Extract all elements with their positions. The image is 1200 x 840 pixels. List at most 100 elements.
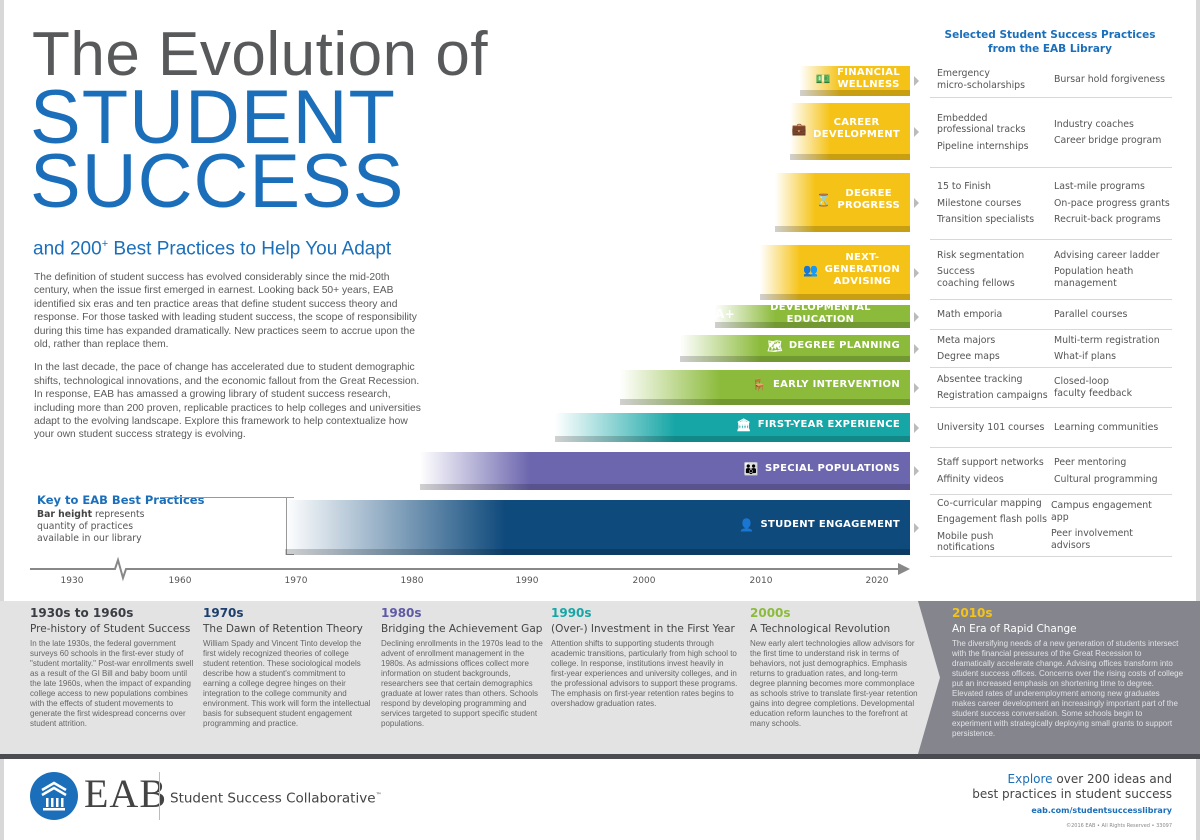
intro-paragraph-2: In the last decade, the pace of change h…	[34, 362, 421, 441]
library-url-link[interactable]: eab.com/studentsuccesslibrary	[1031, 806, 1172, 815]
key-description: Bar height represents quantity of practi…	[37, 509, 157, 545]
practice-area-bar[interactable]: 💼CAREER DEVELOPMENT	[790, 103, 919, 160]
practice-item[interactable]: Closed-loop faculty feedback	[1054, 376, 1133, 399]
practice-area-bar[interactable]: A+DEVELOPMENTAL EDUCATION	[715, 302, 919, 328]
pointer-arrow-icon	[914, 422, 919, 433]
practice-item[interactable]: Peer involvement advisors	[1051, 528, 1133, 551]
practice-item[interactable]: Engagement flash polls	[937, 514, 1048, 525]
practice-item[interactable]: Peer mentoring	[1054, 457, 1127, 468]
copyright: ©2016 EAB • All Rights Reserved • 33097	[1066, 823, 1172, 829]
current-era-panel	[918, 601, 1200, 754]
timeline-arrowhead	[898, 563, 910, 575]
practice-area-bar[interactable]: 💵FINANCIAL WELLNESS	[800, 66, 919, 96]
intro: The definition of student success has ev…	[34, 271, 424, 452]
timeline-tick-label: 1980	[400, 576, 424, 586]
practice-item[interactable]: Registration campaigns	[937, 390, 1048, 401]
practice-item[interactable]: Career bridge program	[1054, 135, 1162, 146]
practice-area-bar[interactable]: 👥NEXT- GENERATION ADVISING	[760, 245, 919, 300]
practice-item[interactable]: Risk segmentation	[937, 249, 1025, 261]
practice-item[interactable]: Affinity videos	[937, 473, 1004, 485]
key-title: Key to EAB Best Practices	[37, 493, 205, 507]
practice-area-bar[interactable]: 🗺DEGREE PLANNING	[680, 335, 919, 362]
bar-label: 🗺DEGREE PLANNING	[767, 335, 900, 357]
era-description: Declining enrollments in the 1970s lead …	[381, 639, 543, 728]
practice-item[interactable]: Industry coaches	[1054, 118, 1134, 130]
explore-link[interactable]: Explore	[1007, 772, 1053, 786]
practice-item[interactable]: Math emporia	[937, 308, 1003, 320]
bar-label: 💵FINANCIAL WELLNESS	[816, 66, 900, 91]
practice-item[interactable]: Mobile push notifications	[937, 530, 995, 554]
group-icon: 👪	[743, 461, 760, 476]
practice-item[interactable]: Parallel courses	[1054, 308, 1128, 320]
bar-shadow	[800, 90, 910, 96]
timeline-tick-label: 2000	[632, 576, 656, 586]
practice-item[interactable]: Emergency micro-scholarships	[937, 68, 1026, 91]
practice-area-bar[interactable]: ⌛DEGREE PROGRESS	[775, 173, 919, 232]
practice-item[interactable]: University 101 courses	[937, 421, 1045, 433]
practice-item[interactable]: Last-mile programs	[1054, 181, 1145, 193]
pointer-arrow-icon	[914, 267, 919, 278]
bar-label-text: STUDENT ENGAGEMENT	[760, 519, 900, 530]
practice-item[interactable]: Multi-term registration	[1054, 334, 1160, 346]
practice-item[interactable]: Cultural programming	[1054, 473, 1158, 485]
practice-item[interactable]: Co-curricular mapping	[937, 497, 1042, 509]
bar-label: 💼CAREER DEVELOPMENT	[792, 103, 900, 155]
practice-item[interactable]: Recruit-back programs	[1054, 214, 1161, 226]
subtitle-post: Best Practices to Help You Adapt	[108, 238, 392, 260]
practice-item[interactable]: What-if plans	[1054, 351, 1117, 362]
era-decade: 1970s	[203, 606, 244, 620]
practice-item[interactable]: Staff support networks	[937, 457, 1044, 468]
practice-area-bar[interactable]: 👤 STUDENT ENGAGEMENT	[285, 500, 919, 555]
practice-area-bar[interactable]: 🏛FIRST-YEAR EXPERIENCE	[555, 413, 919, 442]
era-decade: 2000s	[750, 606, 791, 620]
practice-area-bar[interactable]: 👪SPECIAL POPULATIONS	[420, 452, 919, 490]
explore-text-1: over 200 ideas and	[1052, 772, 1172, 786]
bar-shadow	[775, 226, 910, 232]
bar-label: A+DEVELOPMENTAL EDUCATION	[715, 302, 900, 325]
subtitle-sup: +	[101, 238, 109, 250]
axis-break-icon	[108, 556, 134, 582]
title-line-3: SUCCESS	[30, 139, 405, 224]
bar-shadow	[715, 322, 910, 328]
practice-item[interactable]: Meta majors	[937, 334, 996, 346]
practice-item[interactable]: Milestone courses	[937, 197, 1022, 209]
pointer-arrow-icon	[914, 382, 919, 393]
practice-item[interactable]: Bursar hold forgiveness	[1054, 73, 1165, 85]
practice-item[interactable]: Learning communities	[1054, 421, 1159, 433]
practice-item[interactable]: Success coaching fellows	[937, 266, 1015, 289]
practice-group: Math emporia Parallel courses	[930, 300, 1172, 330]
bar-shadow	[420, 484, 910, 490]
practice-item[interactable]: Transition specialists	[937, 214, 1035, 226]
bar-label-text: DEVELOPMENTAL EDUCATION	[770, 302, 871, 325]
bar-label: 🪑EARLY INTERVENTION	[752, 370, 900, 400]
practice-area-bar[interactable]: 🪑EARLY INTERVENTION	[620, 370, 919, 405]
bar-shadow	[790, 154, 910, 160]
practice-item[interactable]: Advising career ladder	[1054, 249, 1160, 261]
practice-item[interactable]: Population heath management	[1054, 266, 1134, 289]
practice-item[interactable]: Degree maps	[937, 351, 1000, 362]
eab-logo-icon	[30, 772, 78, 820]
practice-item[interactable]: Pipeline internships	[937, 140, 1029, 152]
key-bold: Bar height	[37, 509, 93, 520]
practice-item[interactable]: Campus engagement app	[1051, 500, 1152, 523]
practice-item[interactable]: On-pace progress grants	[1054, 197, 1170, 209]
practice-item[interactable]: Absentee tracking	[937, 373, 1023, 385]
practice-item[interactable]: Embedded professional tracks	[937, 112, 1026, 136]
student-icon: 👤	[739, 518, 755, 532]
subtitle: and 200+ Best Practices to Help You Adap…	[33, 232, 391, 261]
practice-item[interactable]: 15 to Finish	[937, 181, 991, 193]
